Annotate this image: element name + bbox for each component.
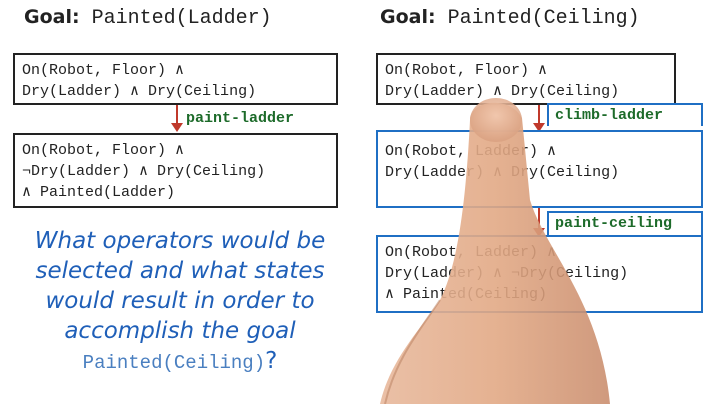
state-line: On(Robot, Floor) ∧ bbox=[22, 142, 185, 159]
question-goal-expression: Painted(Ceiling) bbox=[82, 352, 266, 374]
question-text: What operators would be selected and wha… bbox=[0, 226, 360, 378]
question-mark: ? bbox=[265, 348, 278, 374]
state-line: Dry(Ladder) ∧ Dry(Ceiling) bbox=[385, 83, 620, 100]
question-line: accomplish the goal bbox=[64, 318, 296, 344]
left-state-result: On(Robot, Floor) ∧ ¬Dry(Ladder) ∧ Dry(Ce… bbox=[13, 133, 338, 208]
question-line: would result in order to bbox=[45, 288, 315, 314]
goal-target: Painted(Ladder) bbox=[91, 7, 272, 30]
question-line: What operators would be bbox=[34, 228, 326, 254]
state-line: Dry(Ladder) ∧ ¬Dry(Ceiling) bbox=[385, 265, 629, 282]
left-state-initial: On(Robot, Floor) ∧ Dry(Ladder) ∧ Dry(Cei… bbox=[13, 53, 338, 105]
right-transition-arrow-2 bbox=[533, 208, 545, 237]
operator-climb-ladder: climb-ladder bbox=[547, 103, 703, 126]
left-transition-arrow bbox=[171, 105, 183, 132]
question-goal-line: Painted(Ceiling)? bbox=[0, 346, 360, 378]
state-line: On(Robot, Floor) ∧ bbox=[22, 62, 185, 79]
right-state-after-paint: On(Robot, Ladder) ∧ Dry(Ladder) ∧ ¬Dry(C… bbox=[376, 235, 703, 313]
state-line: ¬Dry(Ladder) ∧ Dry(Ceiling) bbox=[22, 163, 266, 180]
right-goal-title: Goal: Painted(Ceiling) bbox=[380, 6, 640, 30]
right-state-after-climb: On(Robot, Ladder) ∧ Dry(Ladder) ∧ Dry(Ce… bbox=[376, 130, 703, 208]
left-goal-title: Goal: Painted(Ladder) bbox=[24, 6, 272, 30]
state-line: Dry(Ladder) ∧ Dry(Ceiling) bbox=[22, 83, 257, 100]
goal-label: Goal: bbox=[24, 6, 80, 28]
state-line: ∧ Painted(Ceiling) bbox=[385, 286, 548, 303]
operator-paint-ceiling: paint-ceiling bbox=[547, 211, 703, 235]
goal-label: Goal: bbox=[380, 6, 436, 28]
state-line: On(Robot, Ladder) ∧ bbox=[385, 244, 557, 261]
right-transition-arrow-1 bbox=[533, 105, 545, 132]
goal-target: Painted(Ceiling) bbox=[447, 7, 640, 30]
state-line: Dry(Ladder) ∧ Dry(Ceiling) bbox=[385, 164, 620, 181]
state-line: On(Robot, Ladder) ∧ bbox=[385, 143, 557, 160]
state-line: On(Robot, Floor) ∧ bbox=[385, 62, 548, 79]
question-line: selected and what states bbox=[35, 258, 325, 284]
right-state-initial: On(Robot, Floor) ∧ Dry(Ladder) ∧ Dry(Cei… bbox=[376, 53, 676, 105]
state-line: ∧ Painted(Ladder) bbox=[22, 184, 176, 201]
operator-paint-ladder: paint-ladder bbox=[186, 110, 295, 127]
